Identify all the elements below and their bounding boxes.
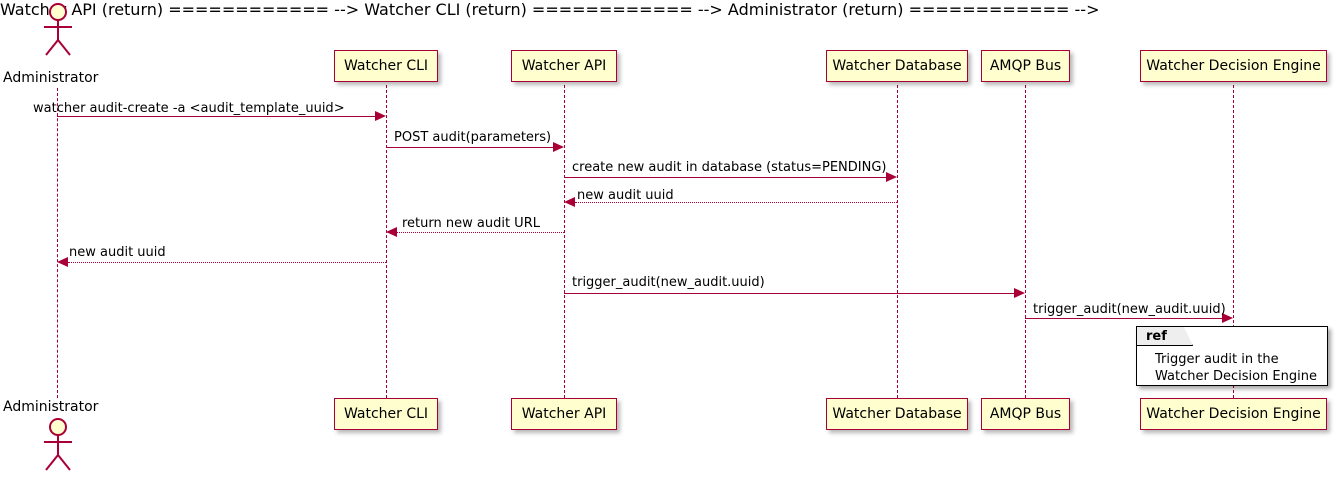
- message-arrowhead-6: [57, 257, 68, 267]
- message-line-1: [57, 116, 375, 117]
- message-arrowhead-3: [886, 172, 897, 182]
- message-line-2: [386, 147, 553, 148]
- message-arrowhead-4: [564, 197, 575, 207]
- message-line-8: [1025, 318, 1222, 319]
- message-line-5: [397, 232, 564, 233]
- participant-watcher-api-top[interactable]: Watcher API: [511, 50, 617, 82]
- ref-fragment-trigger-audit[interactable]: ref Trigger audit in the Watcher Decisio…: [1136, 326, 1328, 386]
- message-line-4: [575, 202, 897, 203]
- lifeline-watcher-decision-engine: [1233, 85, 1234, 398]
- lifeline-watcher-cli: [386, 85, 387, 398]
- message-arrowhead-7: [1014, 288, 1025, 298]
- message-label-7: trigger_audit(new_audit.uuid): [572, 275, 765, 290]
- lifeline-watcher-database: [897, 85, 898, 398]
- ref-fragment-keyword: ref: [1137, 327, 1193, 346]
- lifeline-watcher-api: [564, 85, 565, 398]
- actor-label-administrator-top: Administrator: [3, 70, 99, 86]
- lifeline-administrator: [57, 88, 58, 398]
- message-label-3: create new audit in database (status=PEN…: [572, 160, 887, 175]
- participant-watcher-decision-engine-top[interactable]: Watcher Decision Engine: [1140, 50, 1327, 82]
- participant-watcher-decision-engine-bottom[interactable]: Watcher Decision Engine: [1140, 398, 1327, 430]
- actor-administrator-bottom[interactable]: [35, 416, 81, 474]
- message-line-6: [68, 262, 386, 263]
- message-arrowhead-2: [553, 142, 564, 152]
- actor-label-administrator-bottom: Administrator: [3, 399, 99, 415]
- message-label-5: return new audit URL: [402, 216, 540, 231]
- participant-watcher-database-top[interactable]: Watcher Database: [826, 50, 968, 82]
- message-line-7: [564, 293, 1014, 294]
- participant-watcher-database-bottom[interactable]: Watcher Database: [826, 398, 968, 430]
- participant-watcher-cli-bottom[interactable]: Watcher CLI: [334, 398, 438, 430]
- message-arrowhead-1: [375, 111, 386, 121]
- message-arrowhead-8: [1222, 313, 1233, 323]
- actor-administrator-top[interactable]: [35, 2, 81, 57]
- message-label-1: watcher audit-create -a <audit_template_…: [33, 101, 345, 116]
- message-label-4: new audit uuid: [577, 188, 674, 203]
- message-line-3: [564, 177, 886, 178]
- lifeline-amqp-bus: [1025, 85, 1026, 398]
- message-label-2: POST audit(parameters): [394, 130, 552, 145]
- message-label-8: trigger_audit(new_audit.uuid): [1033, 302, 1226, 317]
- ref-fragment-text: Trigger audit in the Watcher Decision En…: [1155, 352, 1317, 384]
- participant-watcher-api-bottom[interactable]: Watcher API: [511, 398, 617, 430]
- participant-amqp-bus-bottom[interactable]: AMQP Bus: [981, 398, 1070, 430]
- participant-amqp-bus-top[interactable]: AMQP Bus: [981, 50, 1070, 82]
- message-arrowhead-5: [386, 227, 397, 237]
- participant-watcher-cli-top[interactable]: Watcher CLI: [334, 50, 438, 82]
- message-label-6: new audit uuid: [69, 245, 166, 260]
